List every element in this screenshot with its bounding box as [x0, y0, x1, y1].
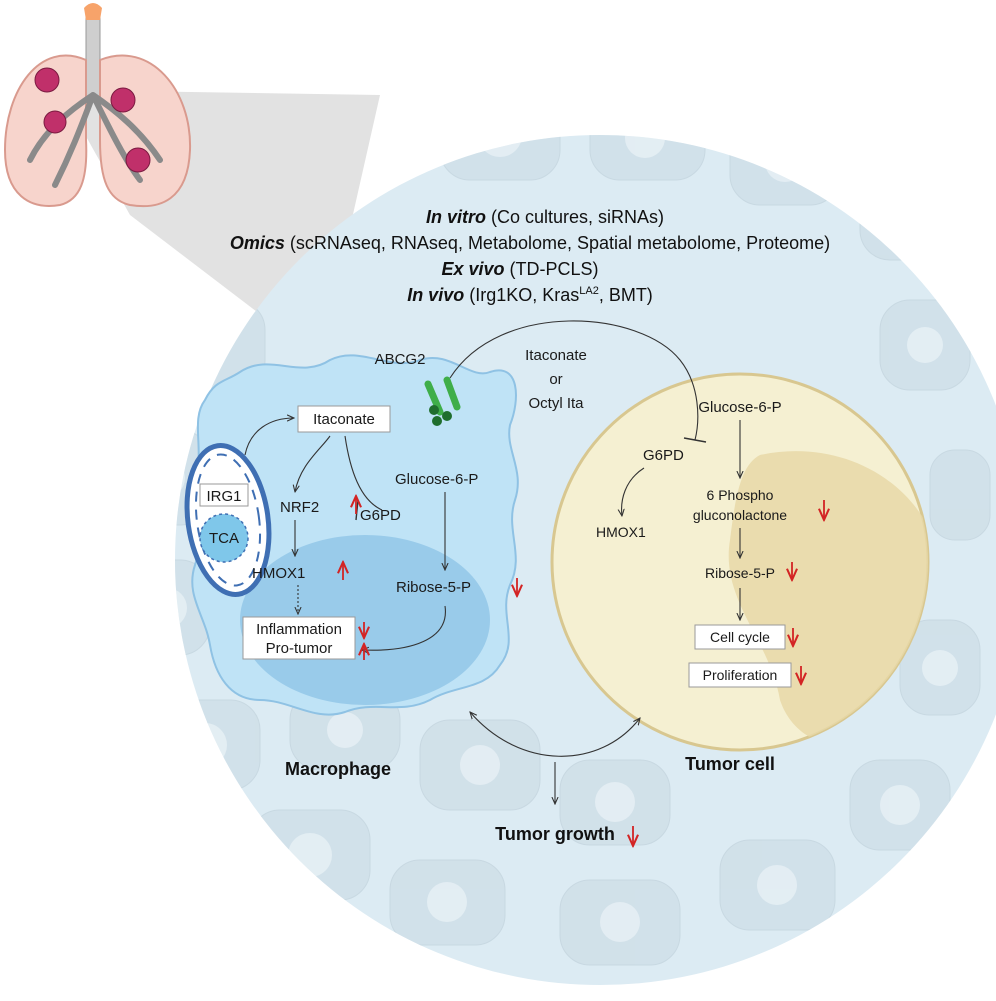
irg1-label: IRG1 — [206, 488, 241, 505]
arrow-itaconate-to-nrf2 — [295, 435, 331, 492]
tca-circle — [199, 513, 249, 563]
macrophage-title: Macrophage — [285, 759, 391, 779]
tumor-growth-label: Tumor growth — [495, 824, 615, 844]
lung-icon — [3, 3, 192, 208]
abcg2-label: ABCG2 — [375, 351, 426, 368]
proliferation-box — [688, 662, 792, 688]
irg1-box — [199, 483, 249, 507]
cellcycle-box — [694, 624, 786, 650]
g6pd-tumor: G6PD — [643, 447, 684, 464]
itaconate-macrophage: Itaconate — [313, 411, 375, 428]
phospho-line2: gluconolactone — [693, 507, 787, 523]
ribose5p-tumor: Ribose-5-P — [705, 565, 775, 581]
header-line-exvivo: Ex vivo (TD-PCLS) — [441, 259, 598, 279]
interaction-arrow — [470, 712, 640, 757]
tumor-title: Tumor cell — [685, 754, 775, 774]
arrow-g6pd-to-hmox1 — [622, 467, 645, 516]
macrophage-nucleus — [240, 535, 490, 705]
octyl-label: Octyl Ita — [528, 395, 584, 412]
phospho-line1: 6 Phospho — [707, 487, 774, 503]
glucose6p-tumor: Glucose-6-P — [698, 399, 781, 416]
arrow-irg1-to-itaconate — [244, 418, 294, 456]
itaconate-transport-label: Itaconate — [525, 347, 587, 364]
inhibit-itaconate-tumor-g6pd — [449, 320, 699, 441]
inflammation-label: Inflammation — [256, 621, 342, 638]
cellcycle-label: Cell cycle — [710, 629, 770, 645]
proliferation-label: Proliferation — [703, 667, 778, 683]
glucose6p-macrophage: Glucose-6-P — [395, 471, 478, 488]
hmox1-macrophage: HMOX1 — [252, 565, 305, 582]
ribose5p-macrophage: Ribose-5-P — [396, 579, 471, 596]
protumor-label: Pro-tumor — [266, 640, 333, 657]
inhibit-itaconate-g6pd — [344, 435, 383, 511]
inflammation-box — [242, 616, 356, 660]
header-line-invitro: In vitro (Co cultures, siRNAs) — [426, 207, 664, 227]
header-line-omics: Omics (scRNAseq, RNAseq, Metabolome, Spa… — [230, 233, 830, 253]
hmox1-tumor: HMOX1 — [596, 524, 646, 540]
nrf2-label: NRF2 — [280, 499, 319, 516]
arrow-ribose-to-inflammation — [362, 605, 446, 650]
abcg2-transporter-icon — [424, 376, 461, 426]
g6pd-macrophage: G6PD — [360, 507, 401, 524]
itaconate-box-macrophage — [297, 405, 391, 433]
tca-label: TCA — [209, 530, 239, 547]
or-label: or — [549, 371, 562, 388]
header-line-invivo: In vivo (Irg1KO, KrasLA2, BMT) — [407, 285, 653, 305]
inhibit-bar-tumor — [683, 437, 707, 443]
